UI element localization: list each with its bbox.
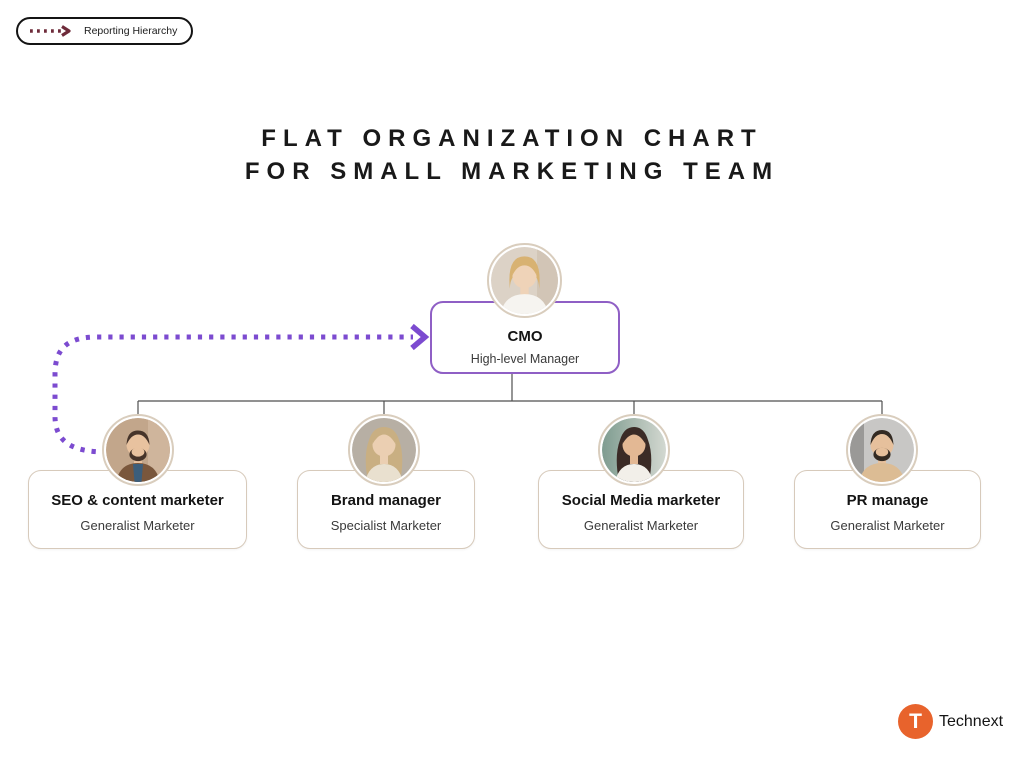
node-title: Brand manager [330, 492, 442, 509]
technext-logo: T Technext [898, 704, 1003, 739]
node-subtitle: Specialist Marketer [330, 518, 442, 533]
seo-marketer-photo [102, 414, 174, 486]
page-title-line1: FLAT ORGANIZATION CHART [261, 125, 763, 152]
node-title: SEO & content marketer [51, 492, 224, 509]
technext-logo-icon: T [898, 704, 933, 739]
brand-avatar-image [352, 418, 416, 482]
brand-manager-photo [348, 414, 420, 486]
page-title-line2: FOR SMALL MARKETING TEAM [244, 158, 780, 185]
node-cmo-title: CMO [507, 328, 543, 345]
technext-brand-name: Technext [939, 712, 1004, 730]
social-media-marketer-photo [598, 414, 670, 486]
pr-manager-photo [846, 414, 918, 486]
node-cmo-subtitle: High-level Manager [470, 352, 580, 366]
pr-avatar-image [850, 418, 914, 482]
seo-avatar-image [106, 418, 170, 482]
node-title: Social Media marketer [561, 492, 721, 509]
node-subtitle: Generalist Marketer [583, 518, 699, 533]
legend-reporting-hierarchy: Reporting Hierarchy [16, 17, 194, 45]
cmo-photo [487, 243, 562, 318]
page-title: FLAT ORGANIZATION CHART FOR SMALL MARKET… [0, 122, 1024, 188]
node-title: PR manage [846, 492, 929, 509]
node-subtitle: Generalist Marketer [80, 518, 195, 533]
reporting-arrow-legend-icon [30, 25, 71, 37]
cmo-avatar-image [491, 247, 558, 314]
node-subtitle: Generalist Marketer [830, 518, 945, 533]
social-avatar-image [602, 418, 666, 482]
legend-label: Reporting Hierarchy [84, 25, 178, 37]
